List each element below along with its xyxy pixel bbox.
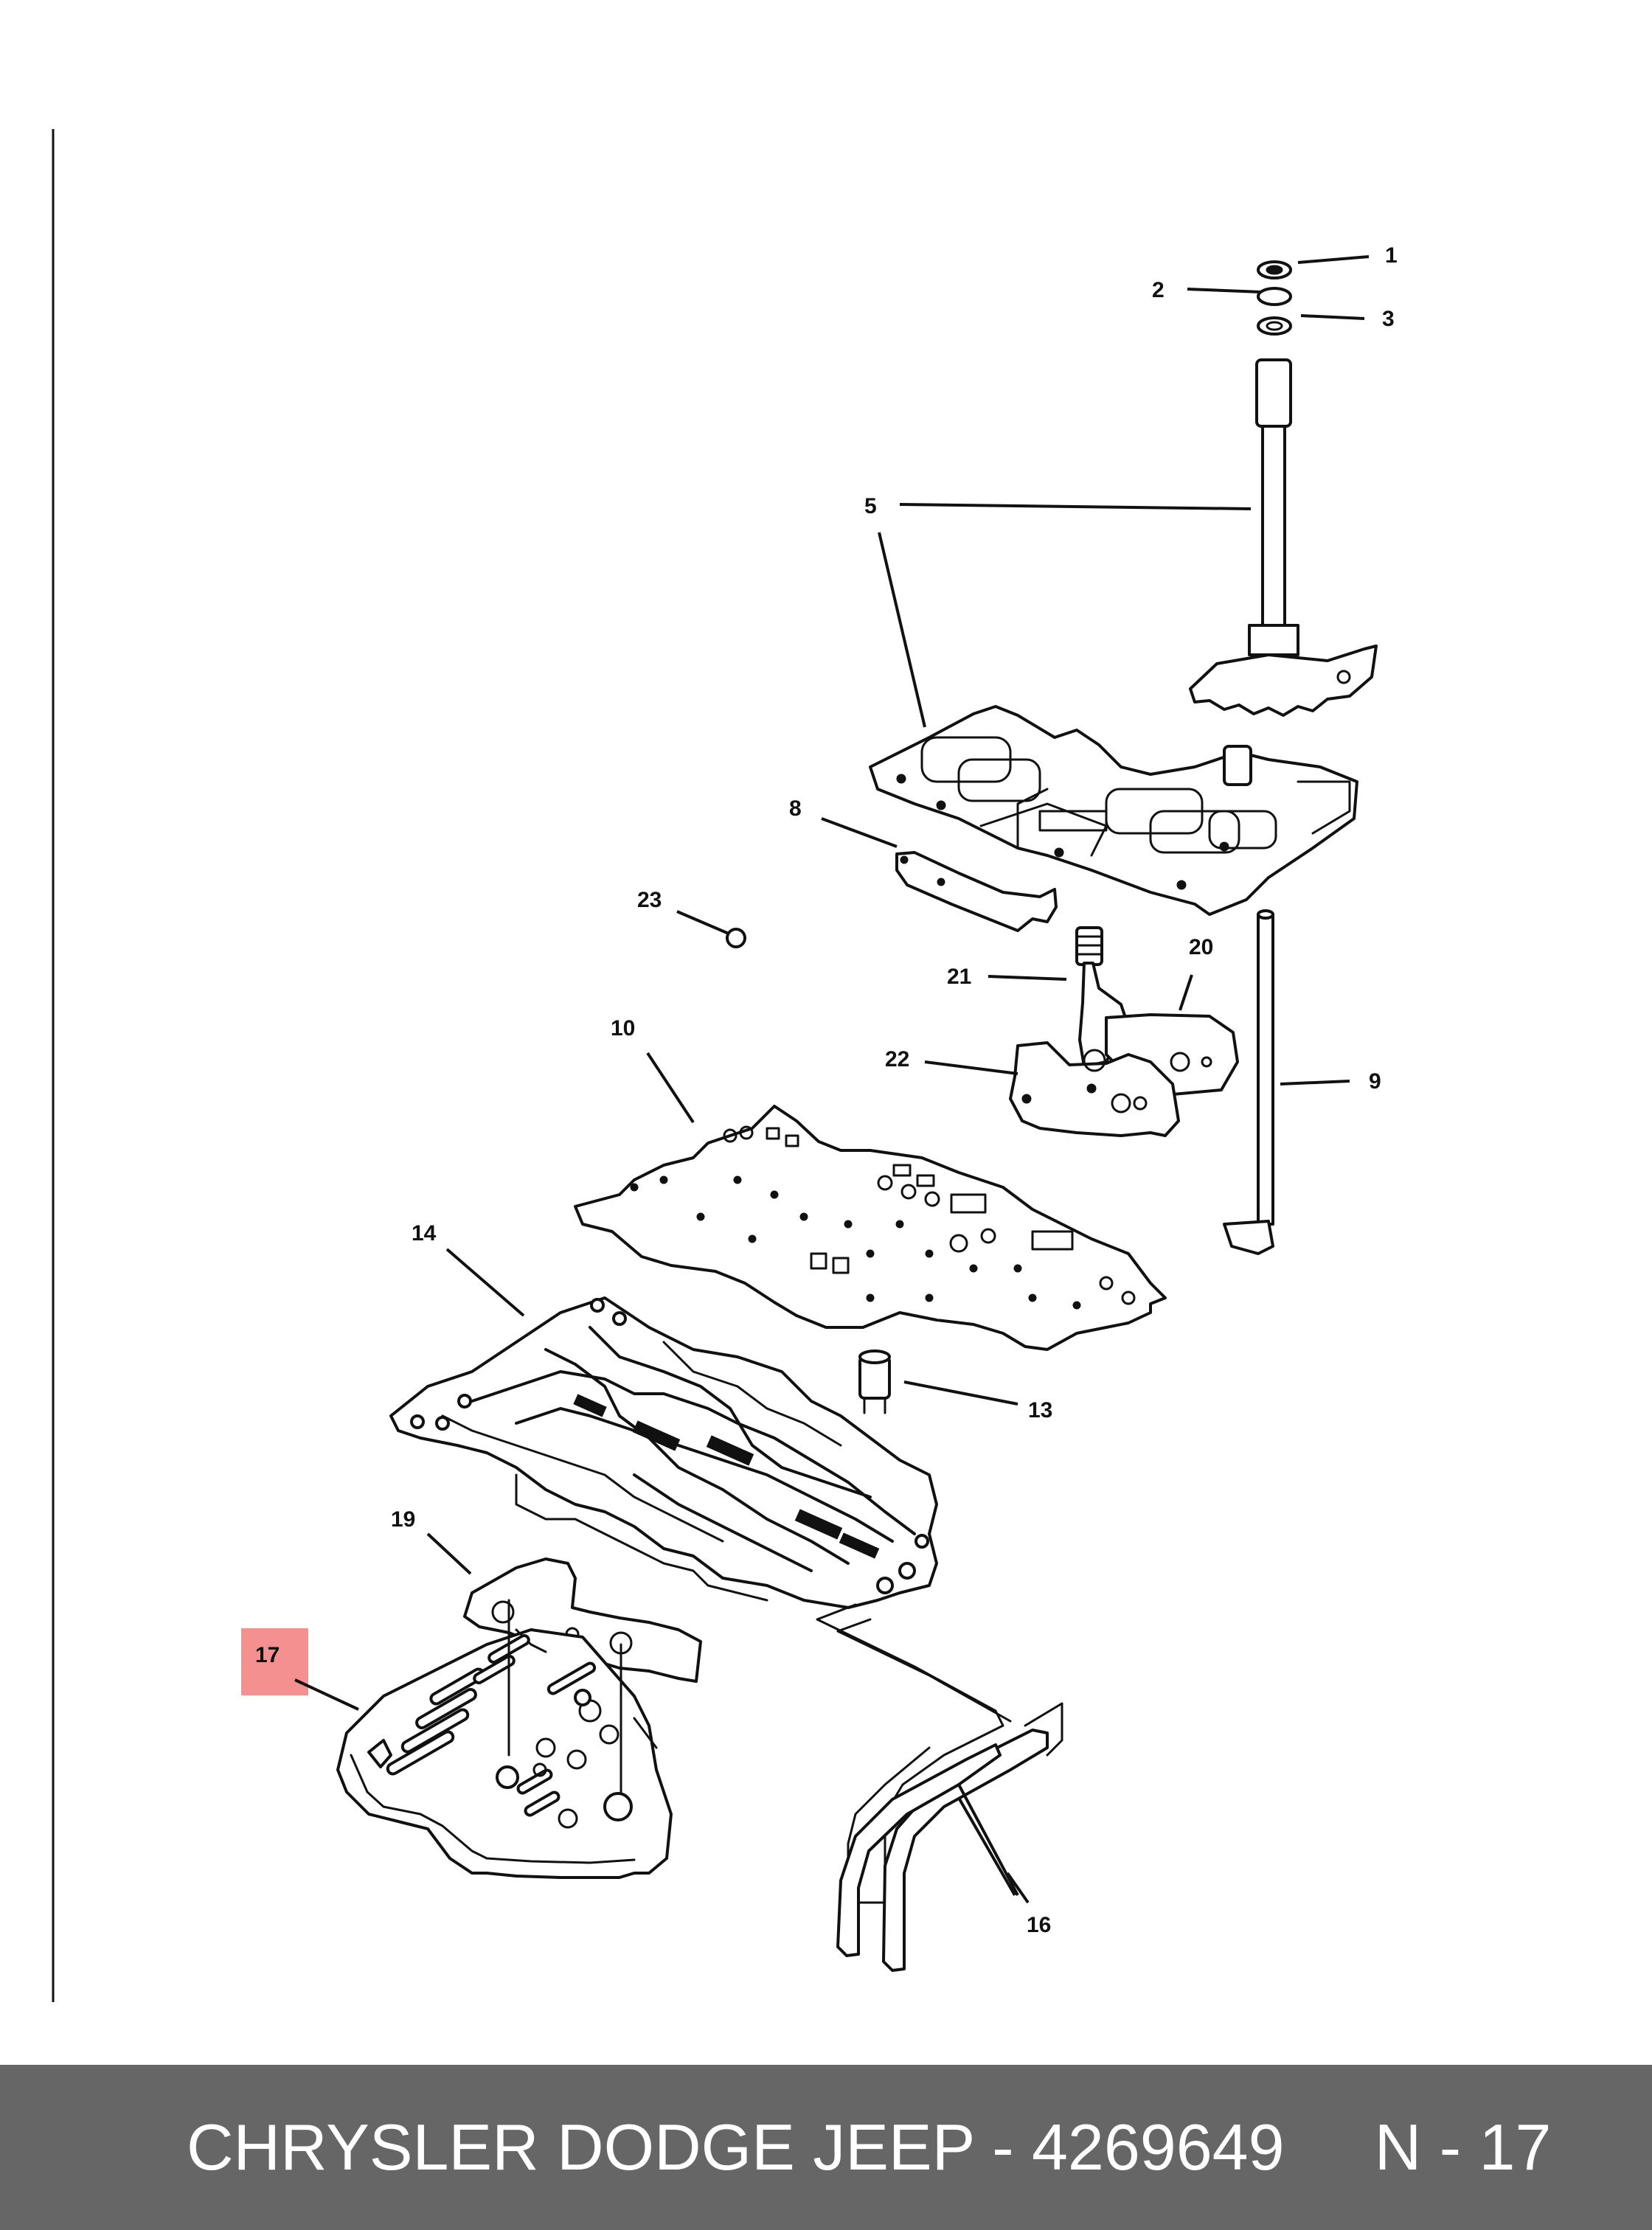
check-ball xyxy=(726,928,746,948)
callout-5: 5 xyxy=(864,494,877,518)
selected-part-highlight xyxy=(241,1628,308,1695)
manual-valve-rod xyxy=(1223,909,1274,1255)
callout-21: 21 xyxy=(947,965,971,989)
callout-23: 23 xyxy=(637,888,662,912)
callout-1: 1 xyxy=(1385,243,1398,268)
clip-and-washers xyxy=(1257,260,1292,336)
callout-labels: 1 2 3 5 8 23 20 21 22 9 10 13 14 19 17 1… xyxy=(255,243,1398,1937)
cooler-tubes xyxy=(816,1603,1063,1972)
callout-9: 9 xyxy=(1369,1069,1381,1094)
diagram-code: N - 17 xyxy=(1374,2111,1552,2184)
footer-text: CHRYSLER DODGE JEEP - 4269649 N - 17 xyxy=(0,2065,1652,2230)
callout-8: 8 xyxy=(789,796,802,821)
callout-13: 13 xyxy=(1028,1398,1052,1423)
pressure-sensor xyxy=(858,1350,891,1414)
separator-plate xyxy=(574,1105,1167,1351)
valve-body-lower xyxy=(389,1296,938,1609)
transmission-filter xyxy=(336,1599,673,1879)
callout-14: 14 xyxy=(412,1221,437,1246)
callout-10: 10 xyxy=(611,1016,635,1041)
part-info-footer: CHRYSLER DODGE JEEP - 4269649 N - 17 xyxy=(0,2065,1652,2230)
detent-spring-bracket xyxy=(895,851,1058,932)
callout-17: 17 xyxy=(255,1643,280,1667)
part-number: 4269649 xyxy=(1031,2111,1285,2184)
callout-20: 20 xyxy=(1189,935,1213,959)
manual-shaft xyxy=(1189,358,1378,717)
callout-3: 3 xyxy=(1382,307,1395,331)
valve-body-upper xyxy=(869,705,1358,916)
accumulator-spring-and-plates xyxy=(1009,926,1239,1137)
leader-lines xyxy=(294,255,1370,1904)
callout-19: 19 xyxy=(391,1507,415,1532)
callout-2: 2 xyxy=(1152,278,1165,302)
exploded-parts-diagram: 1 2 3 5 8 23 20 21 22 9 10 13 14 19 17 1… xyxy=(52,129,1398,2002)
callout-22: 22 xyxy=(885,1047,909,1071)
separator: - xyxy=(992,2111,1014,2184)
callout-16: 16 xyxy=(1027,1913,1051,1937)
brand-name: CHRYSLER DODGE JEEP xyxy=(187,2111,974,2184)
